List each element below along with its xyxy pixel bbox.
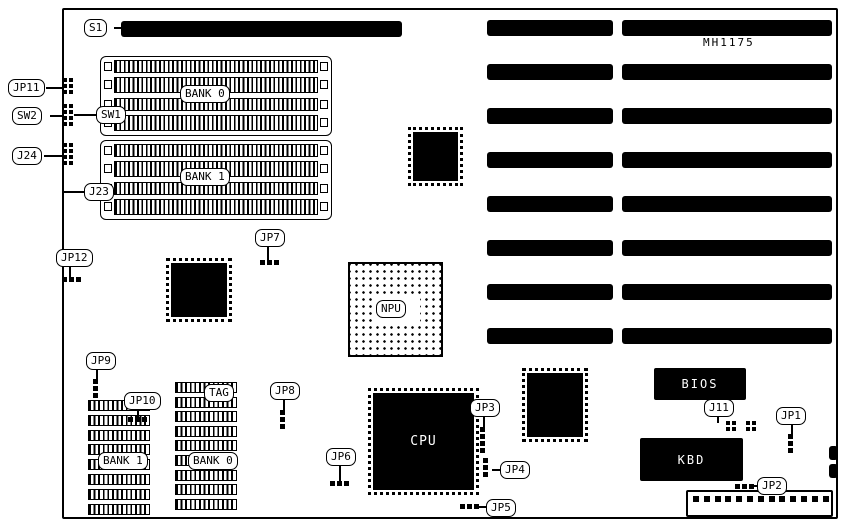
isa-slot-short-segment — [487, 240, 613, 256]
isa-slot-short-segment — [487, 64, 613, 80]
leader-line — [492, 469, 500, 471]
jp8-jumper — [280, 410, 285, 429]
leader-line — [114, 27, 122, 29]
label-cache-bank-1: BANK 1 — [98, 452, 148, 470]
label-jp1: JP1 — [776, 407, 806, 425]
leader-line — [137, 410, 139, 417]
isa-slot-short-segment — [487, 152, 613, 168]
label-s1: S1 — [84, 19, 108, 37]
cpu-chip — [368, 388, 479, 495]
jp12-jumper — [62, 277, 81, 282]
edge-connector — [829, 464, 838, 478]
cache-dip-socket — [88, 503, 150, 515]
leader-line — [479, 506, 486, 508]
label-jp11: JP11 — [8, 79, 45, 97]
label-cache-bank-0: BANK 0 — [188, 452, 238, 470]
isa-slot-long-segment — [622, 240, 832, 256]
jp9-jumper — [93, 379, 98, 398]
ic-chip — [166, 258, 232, 322]
label-npu: NPU — [376, 300, 406, 318]
label-jp2: JP2 — [757, 477, 787, 495]
simm-socket — [104, 98, 328, 132]
label-tag: TAG — [204, 384, 234, 402]
isa-slot-long-segment — [622, 152, 832, 168]
j11-jumper — [746, 421, 756, 431]
cpu-label: CPU — [410, 434, 437, 449]
leader-line — [74, 114, 96, 116]
isa-slot-long-segment — [622, 328, 832, 344]
board-part-number: MH1175 — [703, 36, 755, 49]
leader-line — [69, 267, 71, 277]
isa-slot-long-segment — [622, 20, 832, 36]
cache-dip-socket — [88, 429, 150, 441]
isa-slot-short-segment — [487, 328, 613, 344]
label-j24: J24 — [12, 147, 42, 165]
keyboard-connector — [686, 490, 833, 517]
edge-connector — [829, 446, 838, 460]
label-jp12: JP12 — [56, 249, 93, 267]
isa-slot-short-segment — [487, 284, 613, 300]
s1-slot — [121, 21, 402, 37]
leader-line — [64, 191, 84, 193]
label-sw2: SW2 — [12, 107, 42, 125]
label-jp10: JP10 — [124, 392, 161, 410]
jp2-jumper — [735, 484, 754, 489]
isa-slot-long-segment — [622, 108, 832, 124]
leader-line — [791, 425, 793, 434]
jp7-jumper — [260, 260, 279, 265]
jp3-jumper — [480, 427, 485, 453]
label-j11: J11 — [704, 399, 734, 417]
leader-line — [46, 87, 63, 89]
leader-line — [283, 400, 285, 410]
leader-line — [44, 155, 63, 157]
ic-chip — [408, 127, 463, 186]
jp4-jumper — [483, 458, 488, 477]
cache-dip-socket — [88, 488, 150, 500]
label-simm-bank-0: BANK 0 — [180, 85, 230, 103]
isa-slot-short-segment — [487, 20, 613, 36]
leader-line — [483, 417, 485, 427]
cache-dip-socket — [175, 498, 237, 510]
label-jp8: JP8 — [270, 382, 300, 400]
label-jp5: JP5 — [486, 499, 516, 517]
cache-dip-socket — [175, 411, 237, 423]
leader-line — [754, 485, 758, 487]
cache-dip-socket — [88, 414, 150, 426]
jp6-jumper — [330, 481, 349, 486]
label-jp7: JP7 — [255, 229, 285, 247]
label-jp4: JP4 — [500, 461, 530, 479]
cache-dip-socket — [175, 469, 237, 481]
leader-line — [96, 370, 98, 379]
leader-line — [717, 417, 719, 423]
kbd-chip: KBD — [640, 438, 743, 481]
bios-chip: BIOS — [654, 368, 746, 400]
jp1-jumper — [788, 434, 793, 453]
isa-slot-long-segment — [622, 64, 832, 80]
cache-dip-socket — [175, 425, 237, 437]
j24-connector — [63, 143, 73, 165]
leader-line — [267, 247, 269, 260]
cache-dip-socket — [175, 440, 237, 452]
j11-jumper — [726, 421, 736, 431]
leader-line — [50, 115, 63, 117]
isa-slot-short-segment — [487, 196, 613, 212]
leader-line — [339, 466, 341, 481]
label-sw1: SW1 — [96, 106, 126, 124]
label-jp3: JP3 — [470, 399, 500, 417]
jp11-connector — [63, 78, 73, 94]
isa-slot-long-segment — [622, 284, 832, 300]
isa-slot-long-segment — [622, 196, 832, 212]
cache-dip-socket — [175, 484, 237, 496]
jp10-jumper — [128, 417, 147, 422]
label-j23: J23 — [84, 183, 114, 201]
label-jp9: JP9 — [86, 352, 116, 370]
switch-connector — [63, 104, 73, 126]
cache-dip-socket — [88, 474, 150, 485]
label-jp6: JP6 — [326, 448, 356, 466]
isa-slot-short-segment — [487, 108, 613, 124]
jp5-jumper — [460, 504, 479, 509]
ic-chip — [522, 368, 588, 442]
label-simm-bank-1: BANK 1 — [180, 168, 230, 186]
simm-socket — [104, 182, 328, 216]
